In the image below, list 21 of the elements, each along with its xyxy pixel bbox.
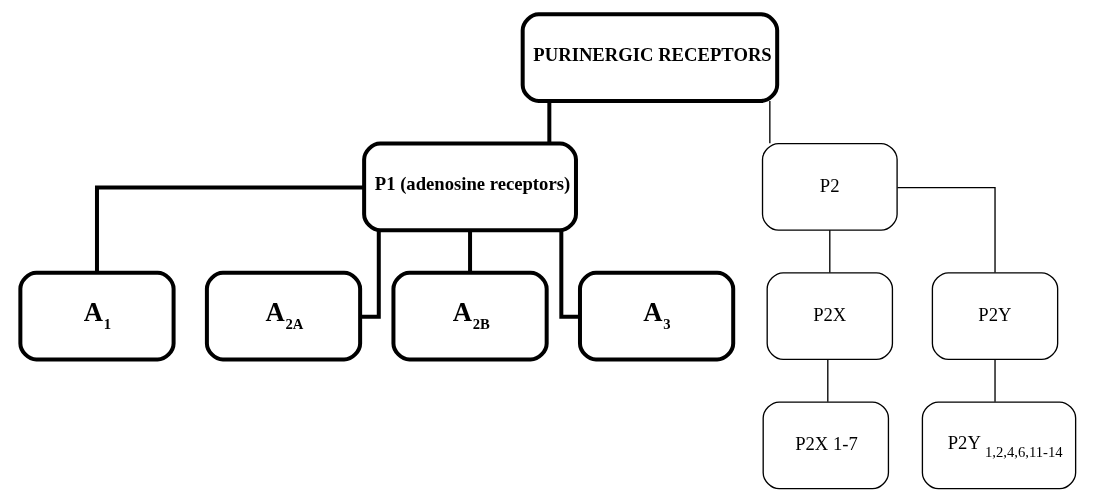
node-box: P2X	[766, 271, 894, 360]
connector	[829, 229, 831, 273]
node-box: A$_{2A}$	[204, 270, 363, 361]
node-box: P2Y	[931, 271, 1059, 360]
connector	[994, 358, 996, 403]
connector	[827, 358, 829, 403]
node-box: P2Y $_{1,2,4,6,11-14}$	[921, 400, 1077, 489]
connector	[769, 99, 771, 144]
node-box: A$_{3}$	[578, 270, 736, 361]
node-box: A$_{2B}$	[391, 270, 549, 361]
connector	[360, 230, 381, 319]
connector	[468, 229, 473, 273]
connector	[547, 100, 552, 143]
connector	[559, 230, 580, 319]
node-box: PURINERGIC RECEPTORS	[520, 11, 780, 103]
node-box: P2X 1-7	[762, 400, 890, 489]
connector	[95, 185, 364, 273]
node-box: A$_{1}$	[18, 270, 176, 361]
connector	[896, 186, 996, 273]
node-box: P1 (adenosine receptors)	[362, 141, 578, 232]
node-box: P2	[761, 142, 898, 231]
